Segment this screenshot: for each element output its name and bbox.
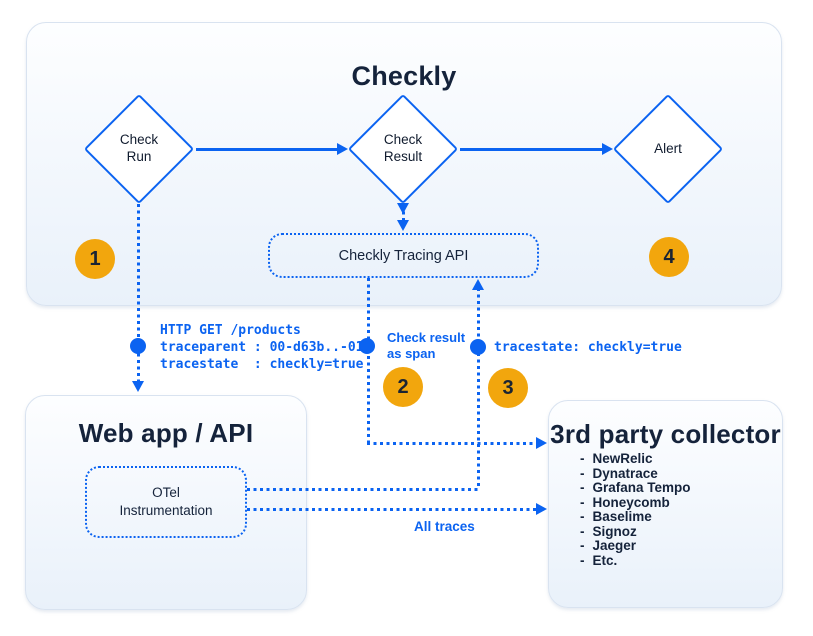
alert-label: Alert: [654, 140, 682, 156]
list-item: -Grafana Tempo: [580, 480, 691, 496]
webapp-title: Web app / API: [78, 418, 254, 448]
list-item: -Signoz: [580, 523, 691, 540]
arrowhead-right-icon: [337, 143, 348, 155]
check-run-label: Check Run: [119, 132, 159, 164]
dash-bullet-icon: -: [580, 523, 585, 539]
arrowhead-down-icon: [397, 203, 409, 214]
dash-bullet-icon: -: [580, 509, 585, 524]
connector-checkrun-to-webapp: [136, 204, 140, 384]
all-traces-annotation: All traces: [414, 519, 475, 534]
checkly-title: Checkly: [351, 61, 457, 91]
connector-otel-to-tracingapi-vertical: [476, 288, 480, 489]
list-item: -Dynatrace: [580, 465, 691, 482]
step-badge-3: 3: [488, 368, 528, 408]
collector-item-label: Signoz: [592, 523, 637, 539]
collector-panel: 3rd party collector: [548, 400, 783, 608]
connector-tracingapi-to-collector-vertical: [366, 278, 370, 443]
collector-item-label: NewRelic: [592, 451, 653, 466]
collector-title: 3rd party collector: [550, 419, 781, 449]
list-item: -Honeycomb: [580, 494, 691, 511]
otel-box: OTel Instrumentation: [85, 466, 247, 538]
list-item: -Baselime: [580, 509, 691, 525]
collector-item-label: Dynatrace: [592, 465, 658, 481]
connector-otel-to-collector: [247, 507, 537, 511]
trace-dot: [470, 339, 486, 355]
collector-list: -NewRelic -Dynatrace -Grafana Tempo -Hon…: [580, 451, 691, 569]
connector-checkrun-to-checkresult: [196, 147, 338, 151]
badge-number: 2: [397, 375, 409, 398]
dash-bullet-icon: -: [580, 494, 585, 510]
check-run-node: Check Run: [83, 93, 195, 205]
arrowhead-down-icon: [132, 381, 144, 392]
connector-checkresult-to-tracingapi: [401, 205, 405, 229]
list-item: -Jaeger: [580, 538, 691, 554]
alert-node: Alert: [612, 93, 724, 205]
tracing-api-box: Checkly Tracing API: [268, 233, 539, 278]
list-item: -NewRelic: [580, 451, 691, 467]
tracing-api-label: Checkly Tracing API: [338, 247, 469, 264]
step-badge-4: 4: [649, 237, 689, 277]
badge-number: 1: [89, 247, 101, 270]
step-badge-2: 2: [383, 367, 423, 407]
http-trace-annotation: HTTP GET /products traceparent : 00-d63b…: [160, 323, 364, 372]
collector-item-label: Honeycomb: [592, 494, 670, 510]
collector-item-label: Grafana Tempo: [592, 480, 691, 495]
tracestate-annotation: tracestate: checkly=true: [494, 340, 682, 355]
arrowhead-right-icon: [536, 437, 547, 449]
webapp-panel: Web app / API: [25, 395, 307, 610]
dash-bullet-icon: -: [580, 552, 585, 568]
connector-checkresult-to-alert: [460, 147, 602, 151]
arrowhead-right-icon: [602, 143, 613, 155]
trace-dot: [359, 338, 375, 354]
collector-item-label: Jaeger: [592, 538, 637, 553]
otel-label: OTel Instrumentation: [119, 484, 213, 518]
check-result-label: Check Result: [383, 132, 423, 164]
check-result-node: Check Result: [347, 93, 459, 205]
arrowhead-down-icon: [397, 220, 409, 231]
badge-number: 3: [502, 376, 514, 399]
connector-tracingapi-to-collector-horizontal: [367, 441, 537, 445]
collector-item-label: Baselime: [592, 509, 652, 524]
step-badge-1: 1: [75, 239, 115, 279]
connector-otel-to-tracingapi-horizontal: [247, 487, 478, 491]
dash-bullet-icon: -: [580, 480, 585, 495]
check-result-as-span-annotation: Check result as span: [387, 330, 466, 361]
trace-dot: [130, 338, 146, 354]
dash-bullet-icon: -: [580, 465, 585, 481]
badge-number: 4: [663, 245, 675, 268]
dash-bullet-icon: -: [580, 538, 585, 553]
arrowhead-up-icon: [472, 279, 484, 290]
dash-bullet-icon: -: [580, 451, 585, 466]
arrowhead-right-icon: [536, 503, 547, 515]
collector-item-label: Etc.: [592, 552, 618, 568]
list-item: -Etc.: [580, 552, 691, 569]
